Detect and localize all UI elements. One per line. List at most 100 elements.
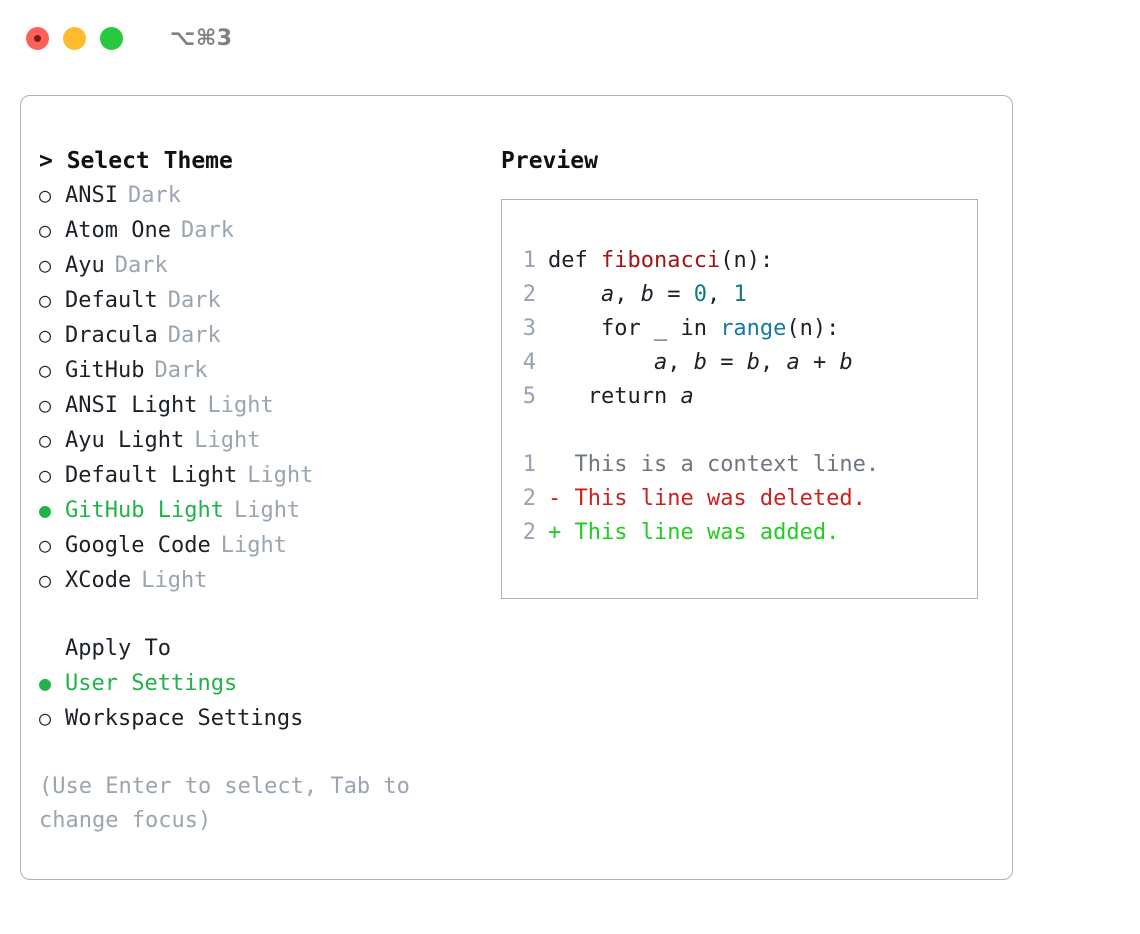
minimize-button[interactable] — [63, 26, 86, 50]
theme-variant-tag: Dark — [180, 218, 234, 243]
code-line-text: a, b = 0, 1 — [548, 278, 747, 312]
theme-option-label: GitHub — [65, 358, 145, 383]
code-line: 5 return a — [502, 380, 977, 414]
diff-line-text: This line was added. — [561, 520, 840, 545]
list-spacer — [39, 598, 501, 632]
radio-unselected-icon: ○ — [39, 533, 52, 557]
radio-unselected-icon: ○ — [39, 463, 52, 487]
theme-variant-tag: Light — [247, 463, 314, 488]
theme-option-github-light[interactable]: ● GitHub Light Light — [39, 493, 501, 528]
theme-variant-tag: Light — [220, 533, 287, 558]
keyboard-shortcut-label: ⌥⌘3 — [170, 25, 233, 51]
code-token-var: a — [786, 350, 800, 375]
code-line-number: 5 — [522, 384, 536, 409]
code-token-plain: (n): — [786, 316, 840, 341]
apply-to-header: Apply To — [65, 636, 171, 661]
code-token-plain: + — [799, 350, 840, 375]
code-token-fn: fibonacci — [600, 248, 721, 273]
theme-option-label: GitHub Light — [65, 498, 224, 523]
title-bar: ⌥⌘3 — [0, 0, 1140, 76]
theme-variant-tag: Dark — [154, 358, 208, 383]
code-token-plain: , — [614, 282, 641, 307]
radio-selected-icon: ● — [39, 498, 52, 522]
theme-variant-tag: Dark — [167, 288, 221, 313]
code-line-number: 2 — [522, 282, 536, 307]
theme-option-label: XCode — [65, 568, 132, 593]
apply-to-option-workspace-settings[interactable]: ○ Workspace Settings — [39, 701, 501, 736]
theme-variant-tag: Light — [233, 498, 301, 523]
code-token-var: b — [640, 282, 654, 307]
theme-variant-tag: Light — [141, 568, 208, 593]
apply-to-option-label: Workspace Settings — [65, 706, 304, 731]
close-button[interactable] — [26, 26, 49, 50]
code-token-plain: , — [667, 350, 694, 375]
diff-line-number: 2 — [522, 520, 536, 545]
theme-variant-tag: Dark — [167, 323, 221, 348]
code-line-number: 1 — [522, 248, 536, 273]
theme-option-default-light[interactable]: ○ Default Light Light — [39, 458, 501, 493]
theme-option-label: Dracula — [65, 323, 158, 348]
diff-line-deleted: 2- This line was deleted. — [502, 482, 977, 516]
code-diff-separator — [502, 414, 977, 448]
code-token-plain: (n): — [720, 248, 774, 273]
diff-line-context: 1 This is a context line. — [502, 448, 977, 482]
diff-line-added: 2 + This line was added. — [502, 516, 977, 550]
code-line-text: for _ in range(n): — [548, 312, 839, 346]
theme-option-label: Default Light — [65, 463, 238, 488]
code-token-plain — [548, 350, 654, 375]
diff-marker: - — [548, 486, 562, 511]
code-line-number: 4 — [522, 350, 536, 375]
diff-line-number: 2 — [522, 486, 536, 511]
radio-unselected-icon: ○ — [39, 288, 52, 312]
code-line: 4 a, b = b, a + b — [502, 346, 977, 380]
code-token-var: b — [839, 350, 853, 375]
diff-line-content: + This line was added. — [548, 516, 839, 550]
code-token-plain: return — [548, 384, 681, 409]
diff-marker — [548, 452, 561, 477]
maximize-button[interactable] — [100, 26, 123, 50]
theme-option-label: Ayu Light — [65, 428, 185, 453]
code-token-var: a — [653, 350, 668, 375]
diff-line-text: This line was deleted. — [561, 486, 866, 511]
code-line-text: def fibonacci(n): — [548, 244, 773, 278]
code-token-num: 1 — [733, 282, 747, 307]
theme-variant-tag: Light — [207, 393, 274, 418]
radio-unselected-icon: ○ — [39, 706, 52, 730]
theme-variant-tag: Dark — [127, 183, 181, 208]
theme-option-label: Atom One — [65, 218, 171, 243]
code-token-plain: , — [759, 350, 787, 375]
theme-option-label: ANSI Light — [65, 393, 198, 418]
code-token-var: a — [600, 282, 615, 307]
diff-marker: + — [548, 520, 562, 545]
code-token-num: 0 — [693, 282, 707, 307]
apply-to-list[interactable]: ●User Settings ○ Workspace Settings — [39, 666, 501, 736]
code-line: 1 def fibonacci(n): — [502, 244, 977, 278]
theme-option-label: Ayu — [65, 253, 105, 278]
diff-line-number: 1 — [522, 452, 536, 477]
code-token-var: b — [746, 350, 760, 375]
radio-unselected-icon: ○ — [39, 183, 52, 207]
window-controls — [26, 26, 123, 50]
apply-to-option-label: User Settings — [65, 671, 238, 696]
diff-sample: 1 This is a context line.2- This line wa… — [502, 448, 977, 550]
apply-to-option-user-settings[interactable]: ●User Settings — [39, 666, 501, 701]
diff-line-content: This is a context line. — [548, 448, 879, 482]
code-token-var: a — [680, 384, 694, 409]
